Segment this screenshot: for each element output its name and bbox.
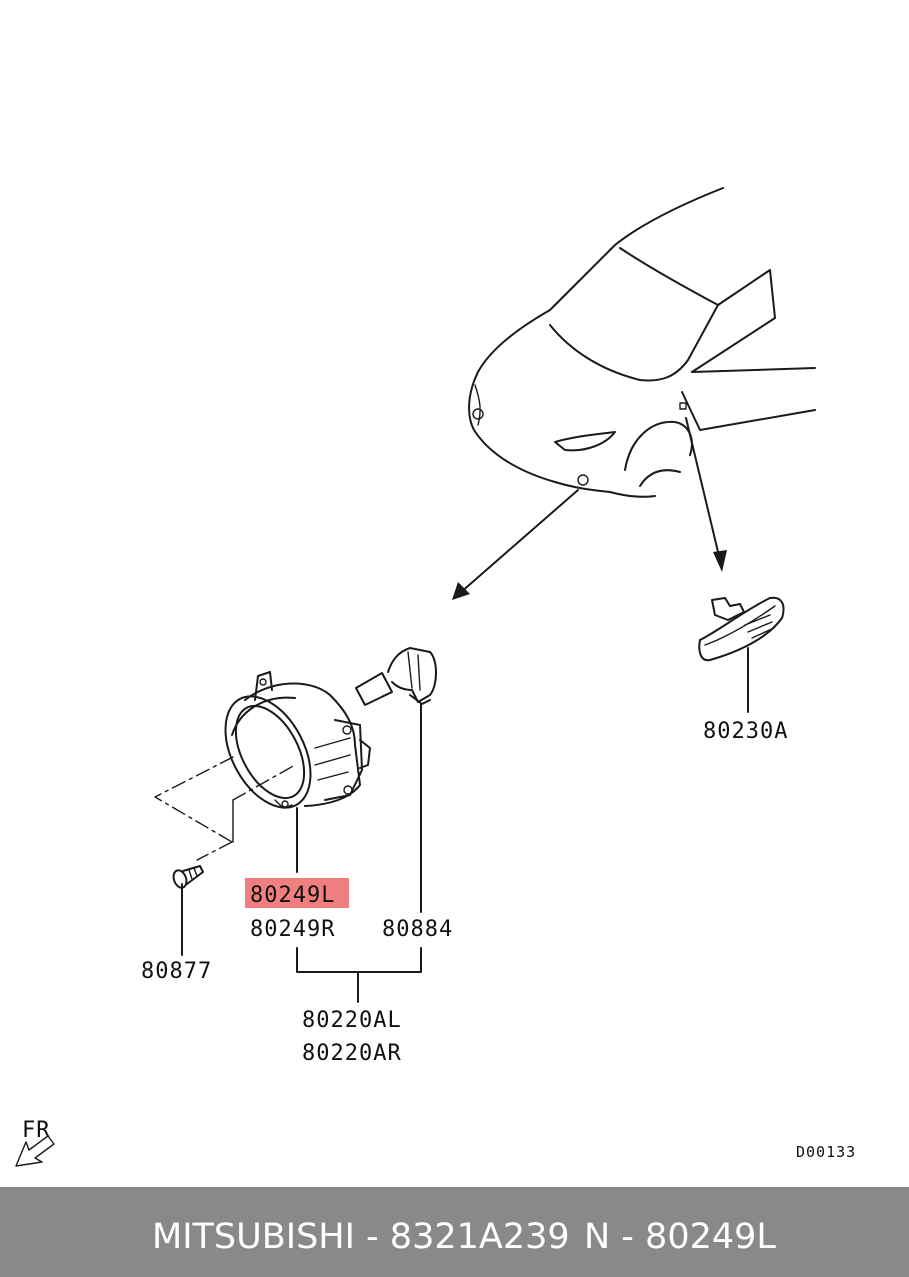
footer-reference: N - 80249L bbox=[584, 1217, 776, 1257]
bulb-illustration bbox=[355, 647, 437, 706]
mounting-guide-lines bbox=[154, 756, 296, 861]
label-assembly-right[interactable]: 80220AR bbox=[302, 1041, 402, 1066]
label-side-marker[interactable]: 80230A bbox=[703, 719, 788, 744]
diagram-code: D00133 bbox=[796, 1143, 856, 1161]
label-assembly-left[interactable]: 80220AL bbox=[302, 1008, 402, 1033]
leader-lines bbox=[181, 647, 749, 1003]
locator-arrows bbox=[452, 417, 727, 600]
part-highlight bbox=[245, 878, 349, 908]
footer-bar: MITSUBISHI - 8321A239 N - 80249L bbox=[0, 1187, 909, 1277]
side-marker-illustration bbox=[698, 596, 785, 662]
fog-lamp-illustration bbox=[224, 671, 371, 809]
label-screw[interactable]: 80877 bbox=[141, 959, 212, 984]
label-fog-lamp-left[interactable]: 80249L bbox=[250, 883, 335, 908]
front-direction-marker: FR bbox=[15, 1118, 55, 1167]
footer-brand-part: MITSUBISHI - 8321A239 bbox=[152, 1217, 570, 1257]
parts-diagram: 80249L 80249R 80884 80877 80220AL 80220A… bbox=[15, 187, 856, 1167]
label-fog-lamp-right[interactable]: 80249R bbox=[250, 917, 335, 942]
front-marker-label: FR bbox=[22, 1118, 51, 1143]
car-body-illustration bbox=[468, 187, 816, 498]
front-arrow-icon bbox=[15, 1135, 55, 1167]
label-bulb[interactable]: 80884 bbox=[382, 917, 453, 942]
screw-illustration bbox=[172, 865, 204, 889]
